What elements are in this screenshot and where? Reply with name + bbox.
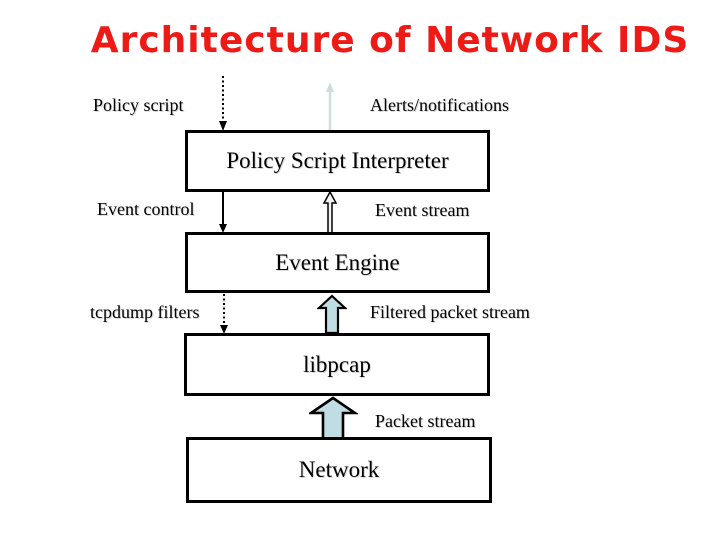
box-label: Event Engine [275,249,400,275]
box-label: libpcap [303,351,371,377]
box-libpcap: libpcap [184,333,490,396]
label-event-control: Event control [97,199,195,219]
policy-script-down-arrow-icon [219,76,227,131]
event-control-down-arrow-icon [219,192,227,233]
event-stream-up-arrow-icon [322,191,338,234]
label-policy-script: Policy script [93,95,184,115]
label-alerts-notifications: Alerts/notifications [370,95,509,115]
box-label: Network [298,457,380,482]
packet-stream-up-arrow-icon [309,396,358,441]
page-title: Architecture of Network IDS [90,20,690,61]
box-network: Network [186,437,492,503]
box-policy-script-interpreter: Policy Script Interpreter [185,130,490,192]
box-event-engine: Event Engine [185,232,490,293]
label-packet-stream: Packet stream [375,411,476,431]
tcpdump-filters-down-arrow-icon [220,294,228,334]
box-label: Policy Script Interpreter [226,148,449,173]
label-tcpdump-filters: tcpdump filters [90,302,200,322]
filtered-packet-up-arrow-icon [317,294,347,335]
alerts-up-arrow-icon [326,82,334,130]
label-filtered-packet-stream: Filtered packet stream [370,302,530,322]
label-event-stream: Event stream [375,200,470,220]
